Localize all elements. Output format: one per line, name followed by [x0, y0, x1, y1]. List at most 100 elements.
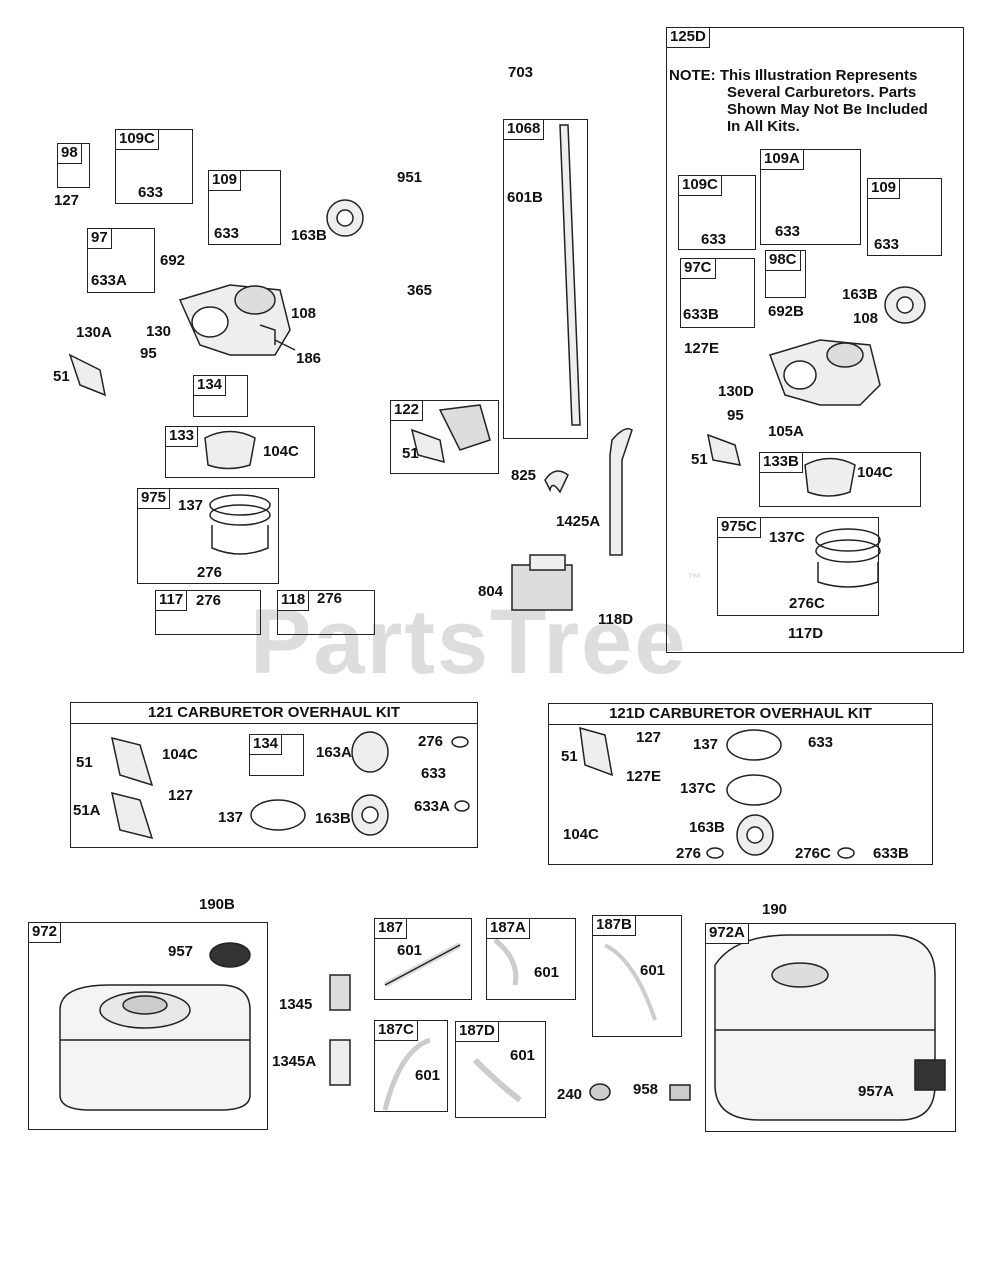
- box-134-kit: 134: [249, 734, 304, 776]
- part-label-186: 186: [296, 350, 322, 367]
- box-97c: 97C: [680, 258, 755, 328]
- part-label-703: 703: [508, 64, 534, 81]
- part-label-117d: 117D: [788, 625, 824, 642]
- box-187d-tag: 187D: [456, 1022, 499, 1042]
- part-label-118d: 118D: [598, 611, 634, 628]
- part-label-633: 633: [808, 734, 834, 751]
- box-187b-tag: 187B: [593, 916, 636, 936]
- part-label-240: 240: [557, 1086, 583, 1103]
- part-label-127e: 127E: [684, 340, 720, 357]
- part-label-633: 633: [214, 225, 240, 242]
- part-label-804: 804: [478, 583, 504, 600]
- part-label-1345a: 1345A: [272, 1053, 317, 1070]
- box-109a: 109A: [760, 149, 861, 245]
- part-label-276c: 276C: [789, 595, 825, 612]
- dipstick-art: [559, 124, 581, 426]
- box-118-tag: 118: [278, 591, 310, 611]
- o-ring-art: [250, 729, 855, 859]
- box-97c-tag: 97C: [681, 259, 716, 279]
- part-label-108: 108: [853, 310, 879, 327]
- note-line-2: Several Carburetors. Parts: [727, 84, 917, 101]
- part-label-130: 130: [146, 323, 172, 340]
- box-133-tag: 133: [166, 427, 199, 447]
- part-label-51: 51: [561, 748, 578, 765]
- part-label-51: 51: [76, 754, 93, 771]
- box-187c-tag: 187C: [375, 1021, 418, 1041]
- part-label-692b: 692B: [768, 303, 804, 320]
- box-109: 109: [208, 170, 281, 245]
- part-label-601: 601: [510, 1047, 536, 1064]
- part-label-130a: 130A: [76, 324, 112, 341]
- part-label-163b: 163B: [842, 286, 878, 303]
- carburetor-right-art: [769, 339, 881, 406]
- watermark-text: PartsTree: [250, 591, 688, 693]
- box-125d: 125D: [666, 27, 964, 653]
- kit-121d-title: 121D CARBURETOR OVERHAUL KIT: [549, 704, 932, 725]
- part-label-633: 633: [421, 765, 447, 782]
- part-label-601: 601: [534, 964, 560, 981]
- box-134-tag: 134: [194, 376, 227, 396]
- box-109c: 109C: [115, 129, 193, 204]
- part-label-130d: 130D: [718, 383, 754, 400]
- box-187b: 187B: [592, 915, 682, 1037]
- part-label-601: 601: [415, 1067, 441, 1084]
- part-label-601: 601: [640, 962, 666, 979]
- part-label-51a: 51A: [73, 802, 101, 819]
- box-187a-tag: 187A: [487, 919, 530, 939]
- box-109-right-tag: 109: [868, 179, 901, 199]
- box-98c: 98C: [765, 250, 806, 298]
- box-109c-right-tag: 109C: [679, 176, 722, 196]
- fuel-tank-art: [59, 934, 936, 1121]
- box-133: 133: [165, 426, 315, 478]
- part-label-127: 127: [636, 729, 662, 746]
- part-label-95: 95: [140, 345, 157, 362]
- part-label-601b: 601B: [507, 189, 543, 206]
- part-label-951: 951: [397, 169, 423, 186]
- watermark: PartsTree ™: [250, 570, 703, 695]
- note-label: NOTE:: [669, 67, 716, 84]
- box-187d: 187D: [455, 1021, 546, 1118]
- box-122: 122: [390, 400, 499, 474]
- part-label-104c: 104C: [263, 443, 299, 460]
- part-label-276: 276: [676, 845, 702, 862]
- box-134-kit-tag: 134: [250, 735, 283, 755]
- part-label-633a: 633A: [91, 272, 127, 289]
- box-972: 972: [28, 922, 268, 1130]
- box-97: 97: [87, 228, 155, 293]
- box-98c-tag: 98C: [766, 251, 801, 271]
- part-label-633b: 633B: [873, 845, 909, 862]
- part-label-276: 276: [317, 590, 343, 607]
- gasket-art: [68, 199, 926, 466]
- box-98-tag: 98: [58, 144, 82, 164]
- part-label-163b: 163B: [315, 810, 351, 827]
- part-label-633: 633: [874, 236, 900, 253]
- part-label-958: 958: [633, 1081, 659, 1098]
- box-187c: 187C: [374, 1020, 448, 1112]
- box-117-tag: 117: [156, 591, 188, 611]
- part-label-127: 127: [54, 192, 80, 209]
- part-label-137c: 137C: [680, 780, 716, 797]
- hose-art: [544, 428, 633, 556]
- box-975-tag: 975: [138, 489, 171, 509]
- watermark-tm: ™: [687, 570, 704, 587]
- box-122-tag: 122: [391, 401, 424, 421]
- note-line-3: Shown May Not Be Included: [727, 101, 928, 118]
- box-975: 975: [137, 488, 279, 584]
- box-187: 187: [374, 918, 472, 1000]
- fuel-line-art: [382, 938, 657, 1111]
- box-134: 134: [193, 375, 248, 417]
- note-text: NOTE: This Illustration Represents Sever…: [669, 67, 928, 135]
- box-1068: 1068: [503, 119, 588, 439]
- part-label-51: 51: [402, 445, 419, 462]
- part-label-633b: 633B: [683, 306, 719, 323]
- box-975c-tag: 975C: [718, 518, 761, 538]
- kit-gasket-art: [111, 726, 774, 856]
- part-label-95: 95: [727, 407, 744, 424]
- box-972a: 972A: [705, 923, 956, 1132]
- box-133b-tag: 133B: [760, 453, 803, 473]
- part-label-601: 601: [397, 942, 423, 959]
- part-label-276c: 276C: [795, 845, 831, 862]
- filter-art: [329, 974, 691, 1101]
- part-label-127: 127: [168, 787, 194, 804]
